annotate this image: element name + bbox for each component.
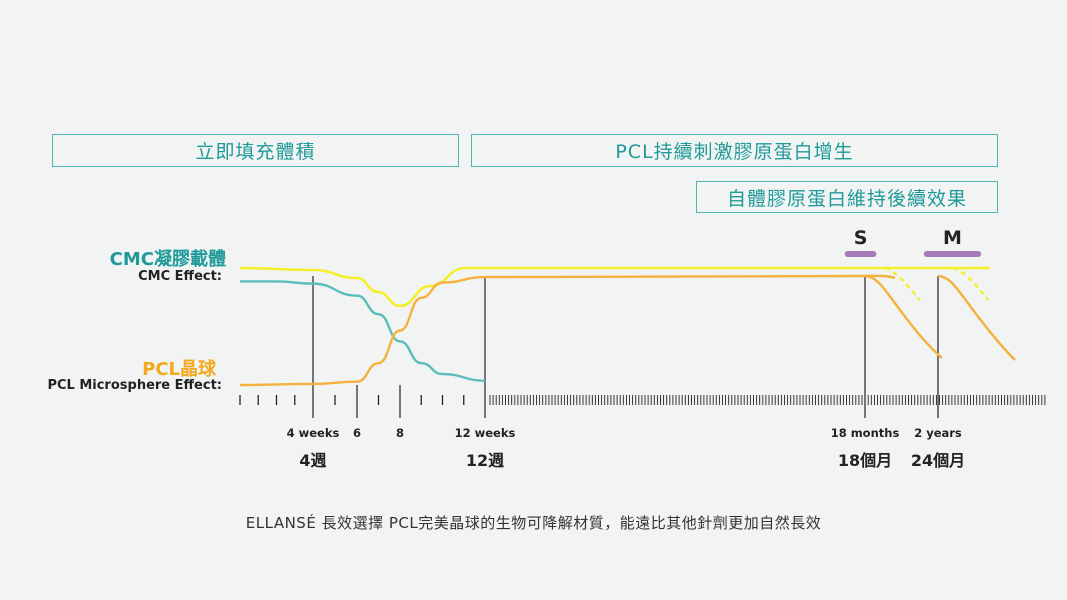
pcl-plateau-link xyxy=(864,274,896,280)
x-tick-label-zh: 18個月 xyxy=(838,451,892,470)
x-tick-label: 18 months xyxy=(831,426,900,440)
x-tick-label: 4 weeks xyxy=(287,426,340,440)
variant-label: S xyxy=(854,227,868,249)
footer-caption: ELLANSÉ 長效選擇 PCL完美晶球的生物可降解材質，能遠比其他針劑更加自然… xyxy=(245,514,822,532)
pcl-label-en: PCL Microsphere Effect: xyxy=(47,378,222,393)
pcl-label-zh: PCL晶球 xyxy=(142,359,216,380)
pcl-decline-line xyxy=(864,274,943,359)
x-tick-label-zh: 24個月 xyxy=(911,451,965,470)
cmc-label-en: CMC Effect: xyxy=(138,269,222,284)
phase-immediate-fill: 立即填充體積 xyxy=(52,134,459,167)
pcl-series-line xyxy=(239,274,866,387)
x-tick-label: 8 xyxy=(396,426,404,440)
x-tick-label-zh: 12週 xyxy=(466,451,504,470)
variant-label: M xyxy=(943,227,962,249)
phase-pcl-stimulation: PCL持續刺激膠原蛋白增生 xyxy=(471,134,998,167)
envelope-dashed-decline xyxy=(884,266,921,301)
x-tick-label-zh: 4週 xyxy=(299,451,326,470)
phase-collagen-maintenance: 自體膠原蛋白維持後續效果 xyxy=(696,181,998,213)
envelope-dashed-decline xyxy=(952,266,989,301)
envelope-line xyxy=(239,266,990,308)
x-tick-label: 12 weeks xyxy=(455,426,516,440)
cmc-series-line xyxy=(240,280,486,382)
pcl-decline-line xyxy=(937,274,1016,361)
x-tick-label: 6 xyxy=(353,426,361,440)
x-tick-label: 2 years xyxy=(914,426,962,440)
cmc-label-zh: CMC凝膠載體 xyxy=(109,249,226,270)
